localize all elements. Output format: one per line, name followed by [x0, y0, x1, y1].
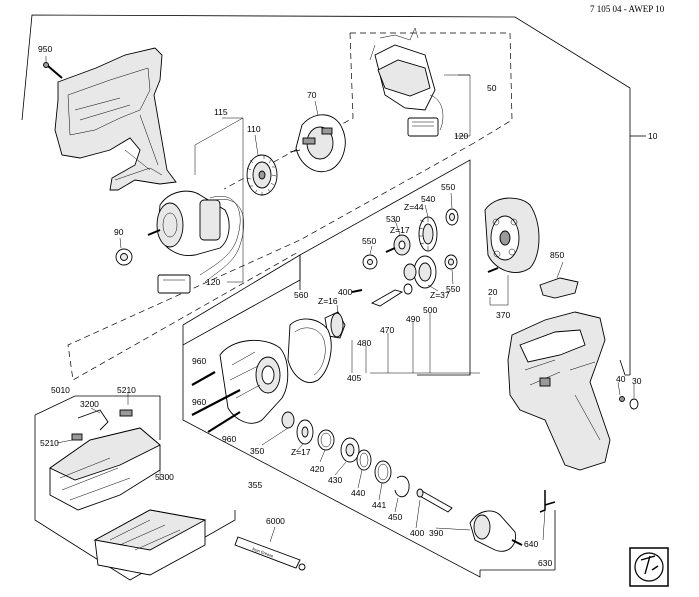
- screw-40: [619, 396, 625, 402]
- handle-housing-right: [507, 311, 611, 471]
- label-560: 560: [294, 290, 308, 300]
- bearing-90: [115, 248, 133, 266]
- shaft-470: [351, 283, 413, 307]
- electronics-50: [369, 27, 444, 137]
- label-960-b: 960: [192, 397, 206, 407]
- label-500: 500: [423, 305, 437, 315]
- label-z17-upper: Z=17: [390, 225, 410, 235]
- label-630: 630: [538, 558, 552, 568]
- label-390: 390: [429, 528, 443, 538]
- gear-540: [418, 216, 438, 252]
- cap-30: [629, 398, 639, 410]
- part-labels: 950 115 110 70 50 120 10 90 120 550 540 …: [38, 44, 658, 568]
- label-6000: 6000: [266, 516, 285, 526]
- gearbox-frame-355: [182, 345, 556, 578]
- label-530: 530: [386, 214, 400, 224]
- ring-441: [374, 460, 392, 484]
- screws-960: [191, 371, 241, 433]
- bearing-430: [340, 437, 360, 463]
- label-430: 430: [328, 475, 342, 485]
- cap-850: [539, 277, 579, 299]
- label-400-bottom: 400: [410, 528, 424, 538]
- label-20: 20: [488, 287, 498, 297]
- bearing-550-mid: [362, 254, 378, 270]
- label-440: 440: [351, 488, 365, 498]
- bearing-550-top: [445, 208, 459, 226]
- label-z37: Z=37: [430, 290, 450, 300]
- label-640: 640: [524, 539, 538, 549]
- label-120-motor: 120: [206, 277, 220, 287]
- carry-case: [49, 409, 161, 511]
- label-5300: 5300: [155, 472, 174, 482]
- label-3200: 3200: [80, 399, 99, 409]
- label-960-a: 960: [192, 356, 206, 366]
- chuck-390: [469, 510, 523, 552]
- fein-logo: [629, 547, 669, 587]
- gear-500: [403, 255, 437, 289]
- motor: [147, 190, 245, 294]
- label-10: 10: [648, 131, 658, 141]
- gear-480: [324, 311, 346, 339]
- ring-420: [317, 429, 335, 451]
- label-405: 405: [347, 373, 361, 383]
- label-490: 490: [406, 314, 420, 324]
- label-70: 70: [307, 90, 317, 100]
- label-850: 850: [550, 250, 564, 260]
- case-frame-5010: [34, 395, 236, 581]
- clip-450: [394, 475, 410, 498]
- label-120-top: 120: [454, 131, 468, 141]
- label-550-low: 550: [446, 284, 460, 294]
- label-5210-left: 5210: [40, 438, 59, 448]
- gear-530: [385, 234, 411, 256]
- housing-half-left: [54, 47, 177, 191]
- label-5010: 5010: [51, 385, 70, 395]
- label-110: 110: [247, 124, 261, 134]
- label-400-top: 400: [338, 287, 352, 297]
- header-code: 7 105 04 - AWEP 10: [590, 4, 665, 14]
- gear-housing-405: [219, 339, 289, 424]
- label-470: 470: [380, 325, 394, 335]
- label-480: 480: [357, 338, 371, 348]
- label-z16: Z=16: [318, 296, 338, 306]
- spindle-400: [416, 488, 453, 513]
- screw-950: [43, 62, 63, 79]
- label-90: 90: [114, 227, 124, 237]
- label-350: 350: [250, 446, 264, 456]
- label-370: 370: [496, 310, 510, 320]
- label-540: 540: [421, 194, 435, 204]
- frame-lines: [21, 14, 646, 376]
- label-115: 115: [214, 107, 228, 117]
- label-450: 450: [388, 512, 402, 522]
- gear-z17-lower: [296, 419, 314, 445]
- gearbox-housing-370: [484, 197, 540, 273]
- label-40: 40: [616, 374, 626, 384]
- label-960-c: 960: [222, 434, 236, 444]
- label-5210-top: 5210: [117, 385, 136, 395]
- label-420: 420: [310, 464, 324, 474]
- ring-440: [356, 449, 372, 471]
- label-30: 30: [632, 376, 642, 386]
- brush-holder-70: [289, 114, 346, 172]
- fan-110: [246, 154, 278, 196]
- case-insert: [93, 509, 207, 576]
- label-441: 441: [372, 500, 386, 510]
- bearing-550-low: [444, 254, 458, 270]
- label-550-top: 550: [441, 182, 455, 192]
- label-355: 355: [248, 480, 262, 490]
- label-z44: Z=44: [404, 202, 424, 212]
- hex-key-640: [539, 490, 556, 513]
- label-z17-lower: Z=17: [291, 447, 311, 457]
- label-950: 950: [38, 44, 52, 54]
- ring-350: [281, 411, 295, 429]
- gasket-ring: [287, 318, 332, 383]
- leader-lines: [45, 56, 635, 543]
- pin-20: [487, 267, 499, 273]
- label-50: 50: [487, 83, 497, 93]
- label-550-mid: 550: [362, 236, 376, 246]
